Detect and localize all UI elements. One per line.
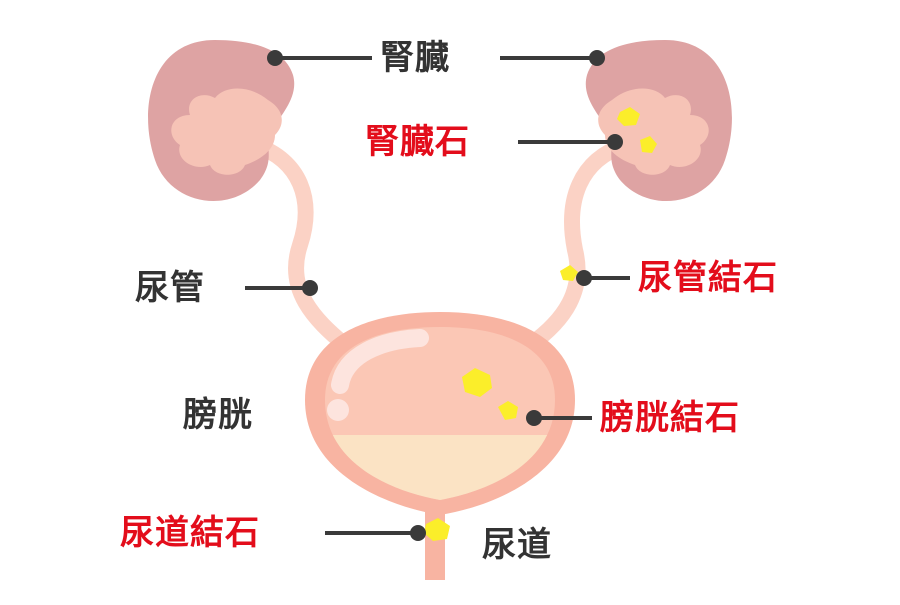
urethra-stone-label: 尿道結石 [120, 513, 260, 553]
ureter-stone-dot [576, 270, 592, 286]
ureter-dot [302, 280, 318, 296]
kidney-stone-1 [617, 107, 640, 126]
bladder-highlight-dot [327, 399, 349, 421]
bladder-highlight [331, 329, 429, 394]
left-ureter [247, 137, 353, 353]
bladder-label: 膀胱 [183, 395, 253, 435]
urethra-stone-dot [410, 525, 426, 541]
leader-lines [245, 50, 630, 541]
ureter-label: 尿管 [135, 268, 205, 308]
urethra-shape [425, 505, 445, 580]
bladder-stone-1 [462, 368, 492, 397]
bladder-stone-dot [526, 410, 542, 426]
urethra-label: 尿道 [482, 525, 552, 565]
kidney-left-dot [267, 50, 283, 66]
right-ureter [522, 137, 633, 353]
left-kidney-inner [171, 88, 282, 175]
urethra-stone [424, 518, 450, 541]
kidney-stone-label: 腎臓石 [365, 122, 470, 162]
ureter-stone [560, 265, 578, 281]
kidney-label: 腎臓 [380, 38, 450, 78]
ureter-stone-label: 尿管結石 [638, 258, 778, 298]
kidney-stone-dot [607, 134, 623, 150]
kidney-stone-2 [640, 136, 657, 153]
bladder-stone-2 [498, 401, 518, 420]
kidney-right-dot [589, 50, 605, 66]
bladder-stone-label: 膀胱結石 [600, 398, 740, 438]
